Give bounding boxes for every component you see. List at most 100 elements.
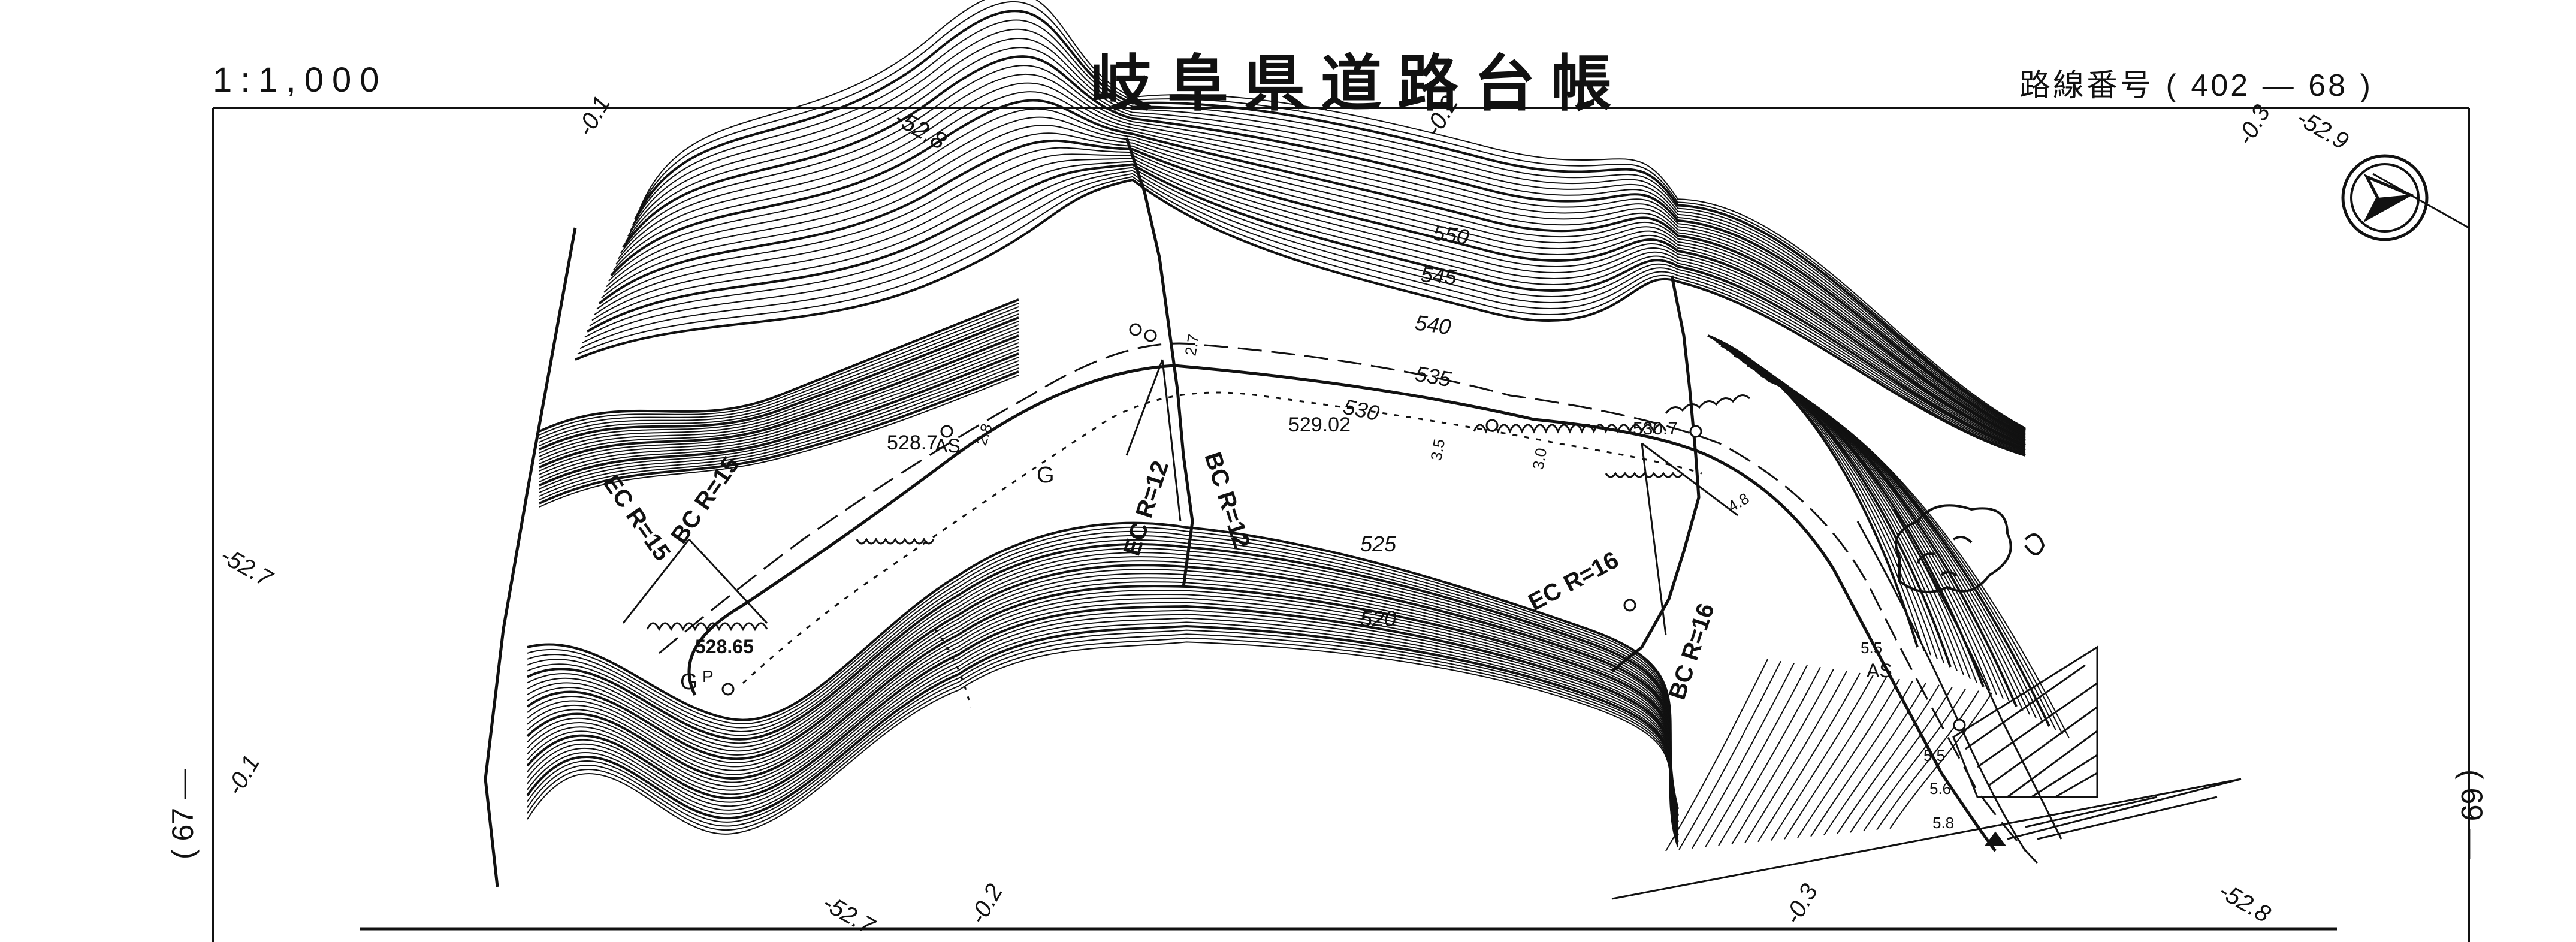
contour-line — [625, 47, 2026, 435]
grid-label: -0.2 — [1420, 92, 1464, 141]
contour-line — [586, 163, 2026, 452]
contour-line — [1731, 352, 1977, 683]
route-open-paren: ( — [2166, 68, 2179, 103]
contour-line — [539, 310, 1019, 443]
asphalt-symbol: AS — [935, 435, 961, 457]
contour-line — [584, 167, 2026, 452]
contour-line — [1863, 688, 1966, 832]
route-sub-number: 68 — [2308, 68, 2348, 103]
contour-line — [539, 306, 1019, 439]
contour-line — [527, 602, 1678, 835]
contour-line — [1889, 692, 1992, 829]
contour-line — [596, 147, 2026, 447]
contour-line — [527, 526, 1678, 811]
route-number: 路線番号 ( 402 — 68 ) — [2019, 60, 2373, 105]
contour-line — [637, 1, 2026, 430]
contour-line — [606, 116, 2026, 443]
contour-label: 540 — [1414, 310, 1452, 339]
contour-label: 535 — [1414, 361, 1454, 392]
contour-label: 545 — [1420, 262, 1458, 289]
curve-label: EC R=16 — [1524, 547, 1623, 616]
contour-line — [1731, 669, 1834, 845]
contour-line — [620, 65, 2026, 437]
contour-line — [575, 178, 2026, 457]
contour-line — [539, 331, 1019, 464]
spot-elevation: 528.65 — [695, 636, 754, 657]
contour-line — [610, 99, 2026, 442]
gravel-symbol: G — [680, 669, 698, 695]
contour-label: 550 — [1432, 220, 1470, 249]
grid-tick-labels: -0.1 -52.8 -0.2 -0.3 -52.9 -52.7 -0.1 -5… — [216, 92, 2353, 940]
dimension: 3.0 — [1529, 446, 1550, 471]
contour-line — [527, 597, 1678, 833]
contour-line — [1744, 671, 1847, 844]
contour-line — [539, 316, 1019, 451]
contour-line — [1718, 666, 1821, 846]
contour-label: 520 — [1360, 606, 1396, 631]
contour-line — [539, 375, 1019, 508]
contour-line — [527, 569, 1678, 824]
contour-line — [527, 621, 1678, 841]
road-edges — [659, 342, 2062, 864]
contour-line — [539, 303, 1019, 436]
contour-line — [539, 339, 1019, 472]
spot-elevation: 528.7 — [887, 431, 938, 454]
contour-line — [527, 641, 1678, 848]
contour-line — [526, 585, 1679, 829]
contour-line — [527, 609, 1678, 837]
gravel-symbol: G — [1037, 463, 1055, 488]
route-dash: — — [2262, 68, 2296, 103]
contour-line — [615, 82, 2026, 439]
contour-line — [527, 556, 1678, 820]
contour-line — [579, 173, 2026, 454]
contour-line — [608, 108, 2026, 442]
contour-labels: 550 545 540 535 530 525 520 — [1341, 220, 1470, 631]
contour-line — [627, 38, 2026, 434]
contour-line — [539, 324, 1019, 457]
contour-line — [634, 10, 2026, 431]
contour-line — [589, 161, 2026, 450]
field-hatching — [1952, 645, 2242, 840]
contour-line — [594, 153, 2026, 448]
surface-symbols: AS AS G G P — [680, 435, 1892, 695]
slope-hachures — [646, 394, 1751, 632]
point-symbol: P — [702, 667, 714, 686]
route-close-paren: ) — [2360, 68, 2373, 103]
contour-line — [1757, 672, 1861, 843]
contour-line — [591, 158, 2026, 449]
contour-lines — [526, 0, 2070, 852]
contour-line — [582, 170, 2026, 453]
contour-line — [539, 370, 1019, 505]
contour-line — [527, 543, 1679, 816]
contour-line — [539, 321, 1019, 454]
contour-line — [539, 352, 1019, 487]
grid-label: -52.7 — [216, 542, 277, 593]
grid-label: -0.2 — [965, 880, 1008, 929]
contour-line — [1705, 665, 1808, 847]
asphalt-symbol: AS — [1867, 660, 1892, 681]
contour-line — [539, 346, 1019, 479]
contour-line — [539, 342, 1019, 475]
contour-line — [603, 125, 2026, 444]
dimension: 2.7 — [1181, 333, 1203, 357]
contour-line — [1850, 686, 1953, 833]
contour-line — [1665, 659, 1768, 852]
contour-line — [539, 349, 1019, 482]
contour-line — [539, 328, 1019, 461]
spot-elevation: 529.02 — [1288, 413, 1351, 436]
contour-line — [577, 176, 2026, 455]
contour-line — [539, 364, 1019, 497]
contour-line — [527, 637, 1678, 846]
contour-line — [630, 28, 2026, 433]
contour-line — [526, 624, 1679, 843]
ridge-lines — [484, 137, 1701, 887]
contour-line — [1810, 680, 1913, 837]
contour-line — [527, 573, 1678, 825]
curve-label: BC R=12 — [1199, 449, 1255, 551]
contour-line — [539, 334, 1019, 469]
contour-label: 525 — [1360, 532, 1397, 556]
contour-line — [613, 91, 2026, 440]
contour-line — [1797, 678, 1900, 838]
dimension: 5.6 — [1929, 780, 1951, 798]
